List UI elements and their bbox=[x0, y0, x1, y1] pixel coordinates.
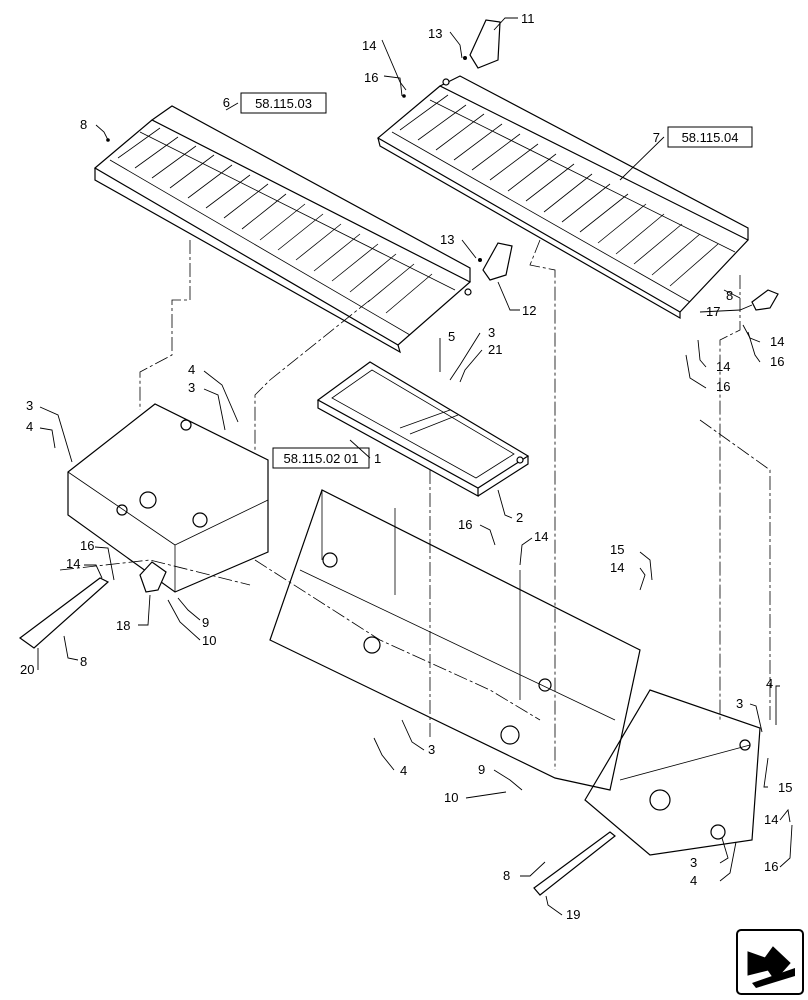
callout-14: 14 bbox=[770, 334, 784, 349]
callout-8: 8 bbox=[80, 117, 87, 132]
callout-15: 15 bbox=[778, 780, 792, 795]
callout-4: 4 bbox=[188, 362, 195, 377]
callout-14: 14 bbox=[610, 560, 624, 575]
leader-lines bbox=[37, 17, 793, 916]
strip-part bbox=[533, 831, 616, 896]
bracket-part bbox=[751, 289, 779, 311]
callout-8: 8 bbox=[80, 654, 87, 669]
callout-5: 5 bbox=[448, 329, 455, 344]
callout-18: 18 bbox=[116, 618, 130, 633]
callout-21: 21 bbox=[488, 342, 502, 357]
callout-11: 11 bbox=[521, 11, 535, 26]
callout-3: 3 bbox=[26, 398, 33, 413]
bracket-part bbox=[139, 561, 167, 593]
right-frame bbox=[584, 689, 761, 856]
callout-14: 14 bbox=[362, 38, 376, 53]
callout-3: 3 bbox=[736, 696, 743, 711]
reference-label: 58.115.03 bbox=[255, 96, 312, 111]
callout-9: 9 bbox=[478, 762, 485, 777]
callout-14: 14 bbox=[764, 812, 778, 827]
callout-17: 17 bbox=[706, 304, 720, 319]
left-frame bbox=[67, 403, 269, 593]
callout-8: 8 bbox=[726, 288, 733, 303]
callout-6: 6 bbox=[223, 95, 230, 110]
callouts: 6 7 1 11 13 14 16 8 13 12 5 3 21 2 4 3 3… bbox=[20, 11, 792, 922]
callout-3: 3 bbox=[690, 855, 697, 870]
callout-3: 3 bbox=[428, 742, 435, 757]
callout-19: 19 bbox=[566, 907, 580, 922]
callout-15: 15 bbox=[610, 542, 624, 557]
callout-9: 9 bbox=[202, 615, 209, 630]
callout-20: 20 bbox=[20, 662, 34, 677]
reference-box-58-115-04[interactable]: 58.115.04 bbox=[667, 126, 753, 148]
reference-box-58-115-03[interactable]: 58.115.03 bbox=[240, 92, 327, 114]
main-frame bbox=[269, 489, 641, 791]
callout-3: 3 bbox=[188, 380, 195, 395]
callout-14: 14 bbox=[716, 359, 730, 374]
center-tray bbox=[316, 361, 530, 498]
reference-label: 58.115.04 bbox=[682, 130, 739, 145]
callout-2: 2 bbox=[516, 510, 523, 525]
callout-10: 10 bbox=[444, 790, 458, 805]
reference-label: 58.115.02 01 bbox=[284, 451, 359, 466]
arrow-navigation-icon[interactable] bbox=[736, 929, 804, 995]
callout-8: 8 bbox=[503, 868, 510, 883]
callout-13: 13 bbox=[440, 232, 454, 247]
left-cover-panel bbox=[93, 105, 472, 354]
callout-4: 4 bbox=[690, 873, 697, 888]
reference-box-58-115-02-01[interactable]: 58.115.02 01 bbox=[272, 447, 370, 469]
callout-1: 1 bbox=[374, 451, 381, 466]
callout-14: 14 bbox=[66, 556, 80, 571]
callout-10: 10 bbox=[202, 633, 216, 648]
callout-16: 16 bbox=[770, 354, 784, 369]
strip-part bbox=[18, 577, 110, 649]
callout-4: 4 bbox=[766, 676, 773, 691]
bracket-part bbox=[469, 19, 501, 69]
center-lines bbox=[59, 239, 771, 770]
callout-16: 16 bbox=[716, 379, 730, 394]
callout-12: 12 bbox=[522, 303, 536, 318]
callout-4: 4 bbox=[26, 419, 33, 434]
callout-16: 16 bbox=[764, 859, 778, 874]
callout-16: 16 bbox=[364, 70, 378, 85]
callout-13: 13 bbox=[428, 26, 442, 41]
callout-16: 16 bbox=[458, 517, 472, 532]
callout-7: 7 bbox=[653, 130, 660, 145]
callout-14: 14 bbox=[534, 529, 548, 544]
bracket-part bbox=[482, 242, 513, 281]
right-cover-panel bbox=[376, 75, 749, 320]
callout-4: 4 bbox=[400, 763, 407, 778]
callout-16: 16 bbox=[80, 538, 94, 553]
callout-3: 3 bbox=[488, 325, 495, 340]
